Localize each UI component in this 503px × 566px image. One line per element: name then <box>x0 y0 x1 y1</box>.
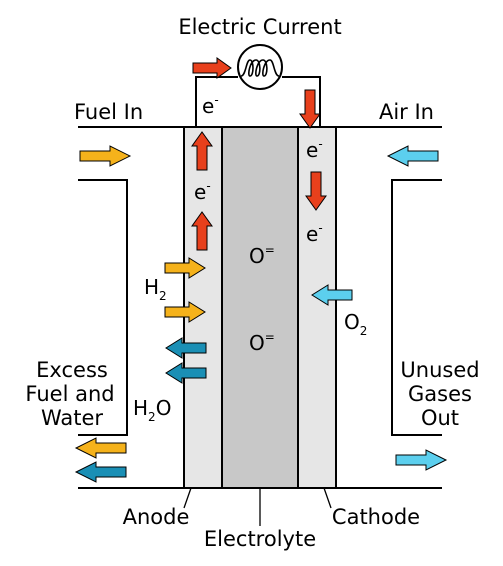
electron-arrow-anode-lower <box>191 211 213 251</box>
diagram-title: Electric Current <box>178 15 341 39</box>
cathode-label: Cathode <box>332 505 420 529</box>
hydrogen-arrow-lower <box>164 301 206 323</box>
unused-label-line3: Out <box>421 406 459 430</box>
labels: Electric Current Fuel In Air In Excess F… <box>25 15 479 551</box>
electron-arrow-cathode-down <box>305 171 327 211</box>
electron-flow-arrow-top <box>192 57 232 79</box>
water-arrow-lower <box>165 362 207 384</box>
electron-label-cathode-upper: e- <box>306 137 323 162</box>
water-out-arrow <box>74 461 127 483</box>
oxygen-arrow <box>311 284 353 306</box>
air-in-label: Air In <box>379 100 434 124</box>
circuit-wire <box>195 76 238 127</box>
excess-label-line1: Excess <box>36 358 108 382</box>
excess-label-line2: Fuel and <box>25 382 114 406</box>
excess-fuel-out-arrow <box>74 437 127 459</box>
air-in-arrow <box>386 145 439 167</box>
electrolyte-layer <box>221 126 299 489</box>
lamp-coil-icon <box>237 44 283 90</box>
fuel-in-label: Fuel In <box>74 100 143 124</box>
fuel-channel-wall <box>78 179 128 436</box>
water-arrow-upper <box>165 337 207 359</box>
external-circuit <box>195 44 321 127</box>
circuit-wire-right <box>282 76 321 127</box>
cathode-leader <box>323 487 332 509</box>
electron-label-circuit: e- <box>202 93 219 118</box>
leader-lines <box>183 487 332 526</box>
air-channel-wall <box>391 179 442 436</box>
electron-label-cathode-lower: e- <box>306 221 323 246</box>
oxide-ion-label-upper: O= <box>249 243 275 268</box>
housing-lines <box>78 126 442 489</box>
oxygen-label: O2 <box>344 310 367 338</box>
anode-label: Anode <box>123 505 190 529</box>
electron-arrows <box>191 57 327 251</box>
electron-arrow-circuit-down <box>299 89 321 129</box>
unused-gases-out-arrow <box>395 449 448 471</box>
hydrogen-arrow-upper <box>164 257 206 279</box>
flow-arrows <box>74 145 448 483</box>
electron-arrow-anode-upper <box>191 131 213 171</box>
water-label: H2O <box>133 396 171 424</box>
electrolyte-label: Electrolyte <box>204 527 316 551</box>
fuel-in-arrow <box>79 145 132 167</box>
electron-label-anode: e- <box>194 179 211 204</box>
excess-label-line3: Water <box>41 406 103 430</box>
anode-leader <box>183 487 192 509</box>
unused-label-line2: Gases <box>408 382 472 406</box>
unused-label-line1: Unused <box>400 358 479 382</box>
oxide-ion-label-lower: O= <box>249 330 275 355</box>
hydrogen-label: H2 <box>144 275 167 303</box>
